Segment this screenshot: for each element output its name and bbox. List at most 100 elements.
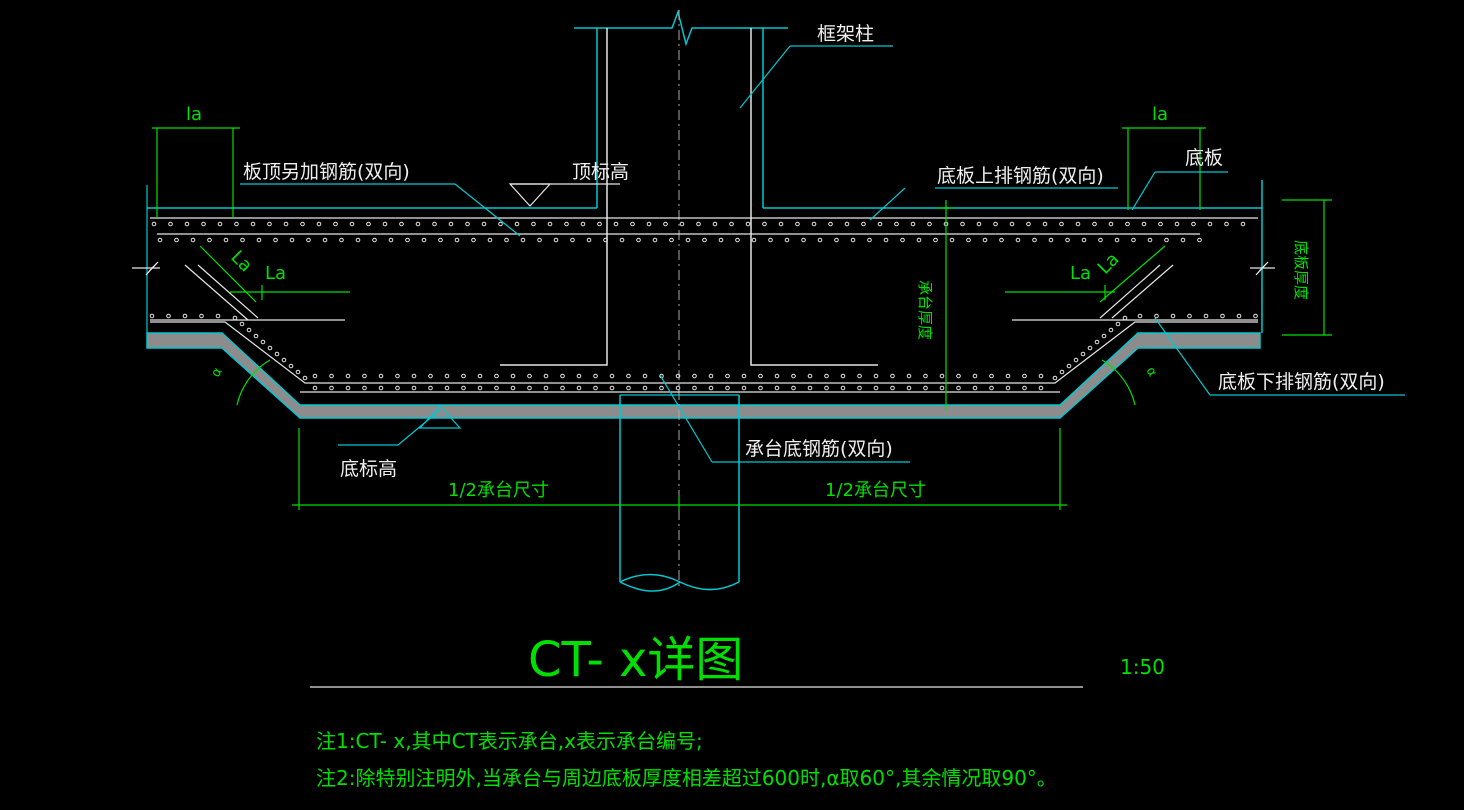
rebar-dot <box>725 385 730 391</box>
rebar-dot <box>372 237 377 243</box>
rebar-dot <box>329 385 334 391</box>
rebar-dot <box>993 221 998 227</box>
rebar-dot <box>461 373 466 379</box>
rebar-dot <box>295 369 301 375</box>
rebar-dot <box>267 221 272 227</box>
rebar-dot <box>201 221 206 227</box>
rebar-dot <box>774 385 780 391</box>
rebar-dot <box>454 237 460 243</box>
rebar-dot <box>636 237 641 243</box>
left-break-mark <box>132 261 160 276</box>
rebar-dot <box>725 373 730 379</box>
bottom-elev-marker <box>418 405 462 429</box>
rebar-dot <box>498 221 503 227</box>
rebar-dot <box>923 373 928 379</box>
rebar-dot <box>1073 357 1079 363</box>
haunch-bar-right-2 <box>1111 264 1174 319</box>
rebar-dot <box>669 237 674 243</box>
rebar-dot <box>923 385 928 391</box>
rebar-dot <box>675 385 681 391</box>
rebar-dot <box>1042 221 1048 227</box>
rebar-dot <box>580 221 586 227</box>
cap-thickness-label: 承台厚度 <box>916 280 934 340</box>
rebar-dot <box>1164 237 1169 243</box>
rebar-dot <box>312 385 318 391</box>
rebar-dot <box>494 385 499 391</box>
rebar-dot <box>246 327 252 333</box>
rebar-dot <box>215 313 221 319</box>
rebar-dot <box>890 373 895 379</box>
rebar-dot <box>1059 369 1065 375</box>
rebar-dot <box>432 221 437 227</box>
rebar-dot <box>1154 313 1159 319</box>
rebar-dot <box>471 237 476 243</box>
rebar-dot <box>477 385 483 391</box>
rebar-dot <box>999 237 1004 243</box>
rebar-dot <box>613 221 619 227</box>
rebar-dot <box>679 221 685 227</box>
rebar-dot <box>388 237 394 243</box>
rebar-dot <box>840 385 846 391</box>
rebar-dot <box>1220 313 1225 319</box>
rebar-dot <box>956 385 961 391</box>
rebar-dot <box>339 237 344 243</box>
rebar-dot <box>149 313 155 319</box>
rebar-dot <box>322 237 328 243</box>
rebar-dot <box>504 237 509 243</box>
rebar-dot <box>1174 221 1180 227</box>
rebar-dot <box>857 373 862 379</box>
rebar-dot <box>1203 313 1209 319</box>
rebar-dot <box>857 385 862 391</box>
rebar-dot <box>685 237 691 243</box>
rebar-dot <box>883 237 889 243</box>
note-1: 注1:CT- x,其中CT表示承台,x表示承台编号; <box>316 729 703 753</box>
rebar-dot <box>811 221 817 227</box>
rebar-dot <box>1005 373 1011 379</box>
rebar-dot <box>807 385 813 391</box>
rebar-dot <box>692 385 697 391</box>
rebar-dot <box>873 385 879 391</box>
rebar-dot <box>168 221 173 227</box>
alpha-right-label: α <box>1143 365 1160 380</box>
rebar-dot <box>867 237 872 243</box>
rebar-dot <box>1125 221 1130 227</box>
rebar-dot <box>972 385 978 391</box>
rebar-dot <box>1101 333 1107 339</box>
rebar-dot <box>240 237 245 243</box>
rebar-dot <box>378 373 384 379</box>
rebar-dot <box>1122 315 1128 321</box>
la-top-left-label: la <box>186 104 202 125</box>
rebar-dot <box>840 373 846 379</box>
rebar-dot <box>239 321 245 327</box>
haunch-bar-left-2 <box>197 264 259 319</box>
rebar-dot <box>232 315 238 321</box>
rebar-dot <box>784 237 790 243</box>
rebar-dot <box>642 385 648 391</box>
bottom-bar-dots <box>149 313 1258 391</box>
rebar-dot <box>982 237 988 243</box>
rebar-dot <box>900 237 905 243</box>
column-bar-left <box>500 28 608 366</box>
rebar-dot <box>609 373 615 379</box>
rebar-dot <box>444 385 450 391</box>
half-left-label: 1/2承台尺寸 <box>448 480 549 501</box>
rebar-dot <box>1087 345 1093 351</box>
rebar-dot <box>939 385 945 391</box>
rebar-dot <box>349 221 355 227</box>
rebar-dot <box>543 385 549 391</box>
rebar-dot <box>267 345 273 351</box>
rebar-dot <box>543 373 549 379</box>
rebar-dot <box>817 237 823 243</box>
dimension-lines <box>152 127 1332 510</box>
rebar-dot <box>256 237 262 243</box>
column-bar-right <box>750 28 878 366</box>
rebar-dot <box>531 221 536 227</box>
rebar-dot <box>659 385 664 391</box>
rebar-dot <box>910 221 916 227</box>
rebar-dot <box>894 221 899 227</box>
rebar-dot <box>626 373 631 379</box>
rebar-dot <box>1187 313 1192 319</box>
rebar-dot <box>989 373 994 379</box>
rebar-dot <box>834 237 839 243</box>
rebar-dot <box>411 385 417 391</box>
